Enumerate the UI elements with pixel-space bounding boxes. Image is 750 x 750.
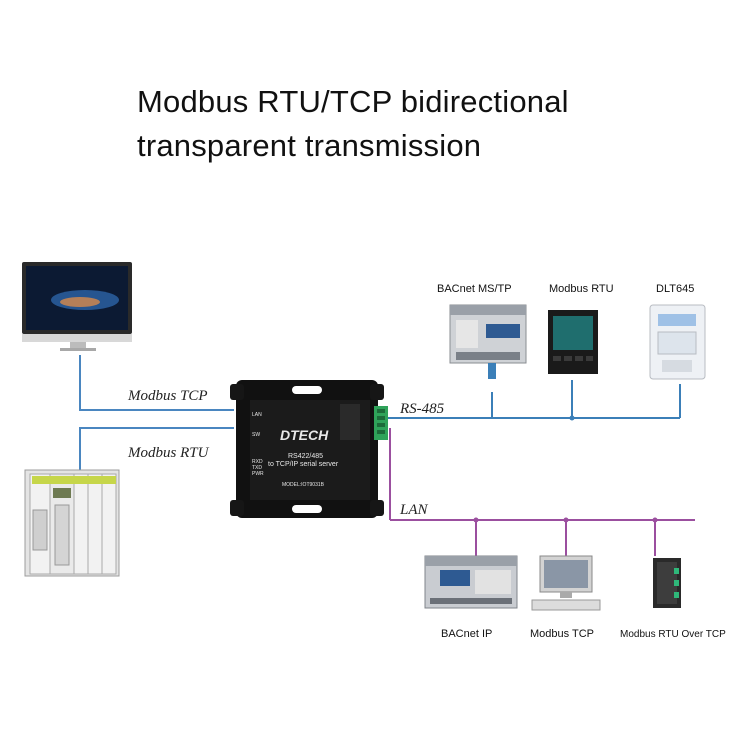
diagram-title: Modbus RTU/TCP bidirectional transparent… xyxy=(137,80,737,168)
rs485-label: RS-485 xyxy=(399,401,445,417)
rs485-device-label-2: Modbus RTU xyxy=(549,283,614,295)
bacnet-ip-device xyxy=(424,555,518,609)
monitor-icon xyxy=(22,262,132,351)
led-txd-label: TXD xyxy=(252,465,262,471)
plc-rack-icon xyxy=(24,469,120,577)
server-line-2: to TCP/IP serial server xyxy=(268,461,339,468)
lan-device-label-3: Modbus RTU Over TCP xyxy=(620,629,726,640)
server-line-1: RS422/485 xyxy=(288,453,323,460)
title-line-2: transparent transmission xyxy=(137,128,482,163)
bus-junctions xyxy=(473,415,658,523)
serial-server-device: LAN SW RXD TXD PWR DTECH RS422/485 to TC… xyxy=(230,380,388,518)
modbus-rtu-meter xyxy=(548,310,598,374)
modbus-tcp-link xyxy=(79,355,234,411)
lan-device-label-2: Modbus TCP xyxy=(530,628,594,640)
wires xyxy=(79,355,695,556)
modbus-rtu-over-tcp-switch xyxy=(653,558,681,608)
server-model: MODEL:IOT9031B xyxy=(282,482,325,488)
bacnet-mstp-device xyxy=(449,304,527,379)
modbus-tcp-pc xyxy=(531,555,601,611)
lan-label: LAN xyxy=(399,502,429,518)
rs485-device-label-1: BACnet MS/TP xyxy=(437,283,512,295)
rs485-device-label-3: DLT645 xyxy=(656,283,694,295)
led-sw-label: SW xyxy=(252,432,260,438)
led-rxd-label: RXD xyxy=(252,459,263,465)
modbus-tcp-label: Modbus TCP xyxy=(127,388,208,404)
lan-device-label-1: BACnet IP xyxy=(441,628,492,640)
led-lan-label: LAN xyxy=(252,412,262,418)
led-pwr-label: PWR xyxy=(252,471,264,477)
title-line-1: Modbus RTU/TCP bidirectional xyxy=(137,84,569,119)
server-brand: DTECH xyxy=(280,427,329,443)
modbus-rtu-label: Modbus RTU xyxy=(127,445,210,461)
modbus-rtu-link xyxy=(79,427,234,470)
dlt645-meter xyxy=(649,304,706,380)
